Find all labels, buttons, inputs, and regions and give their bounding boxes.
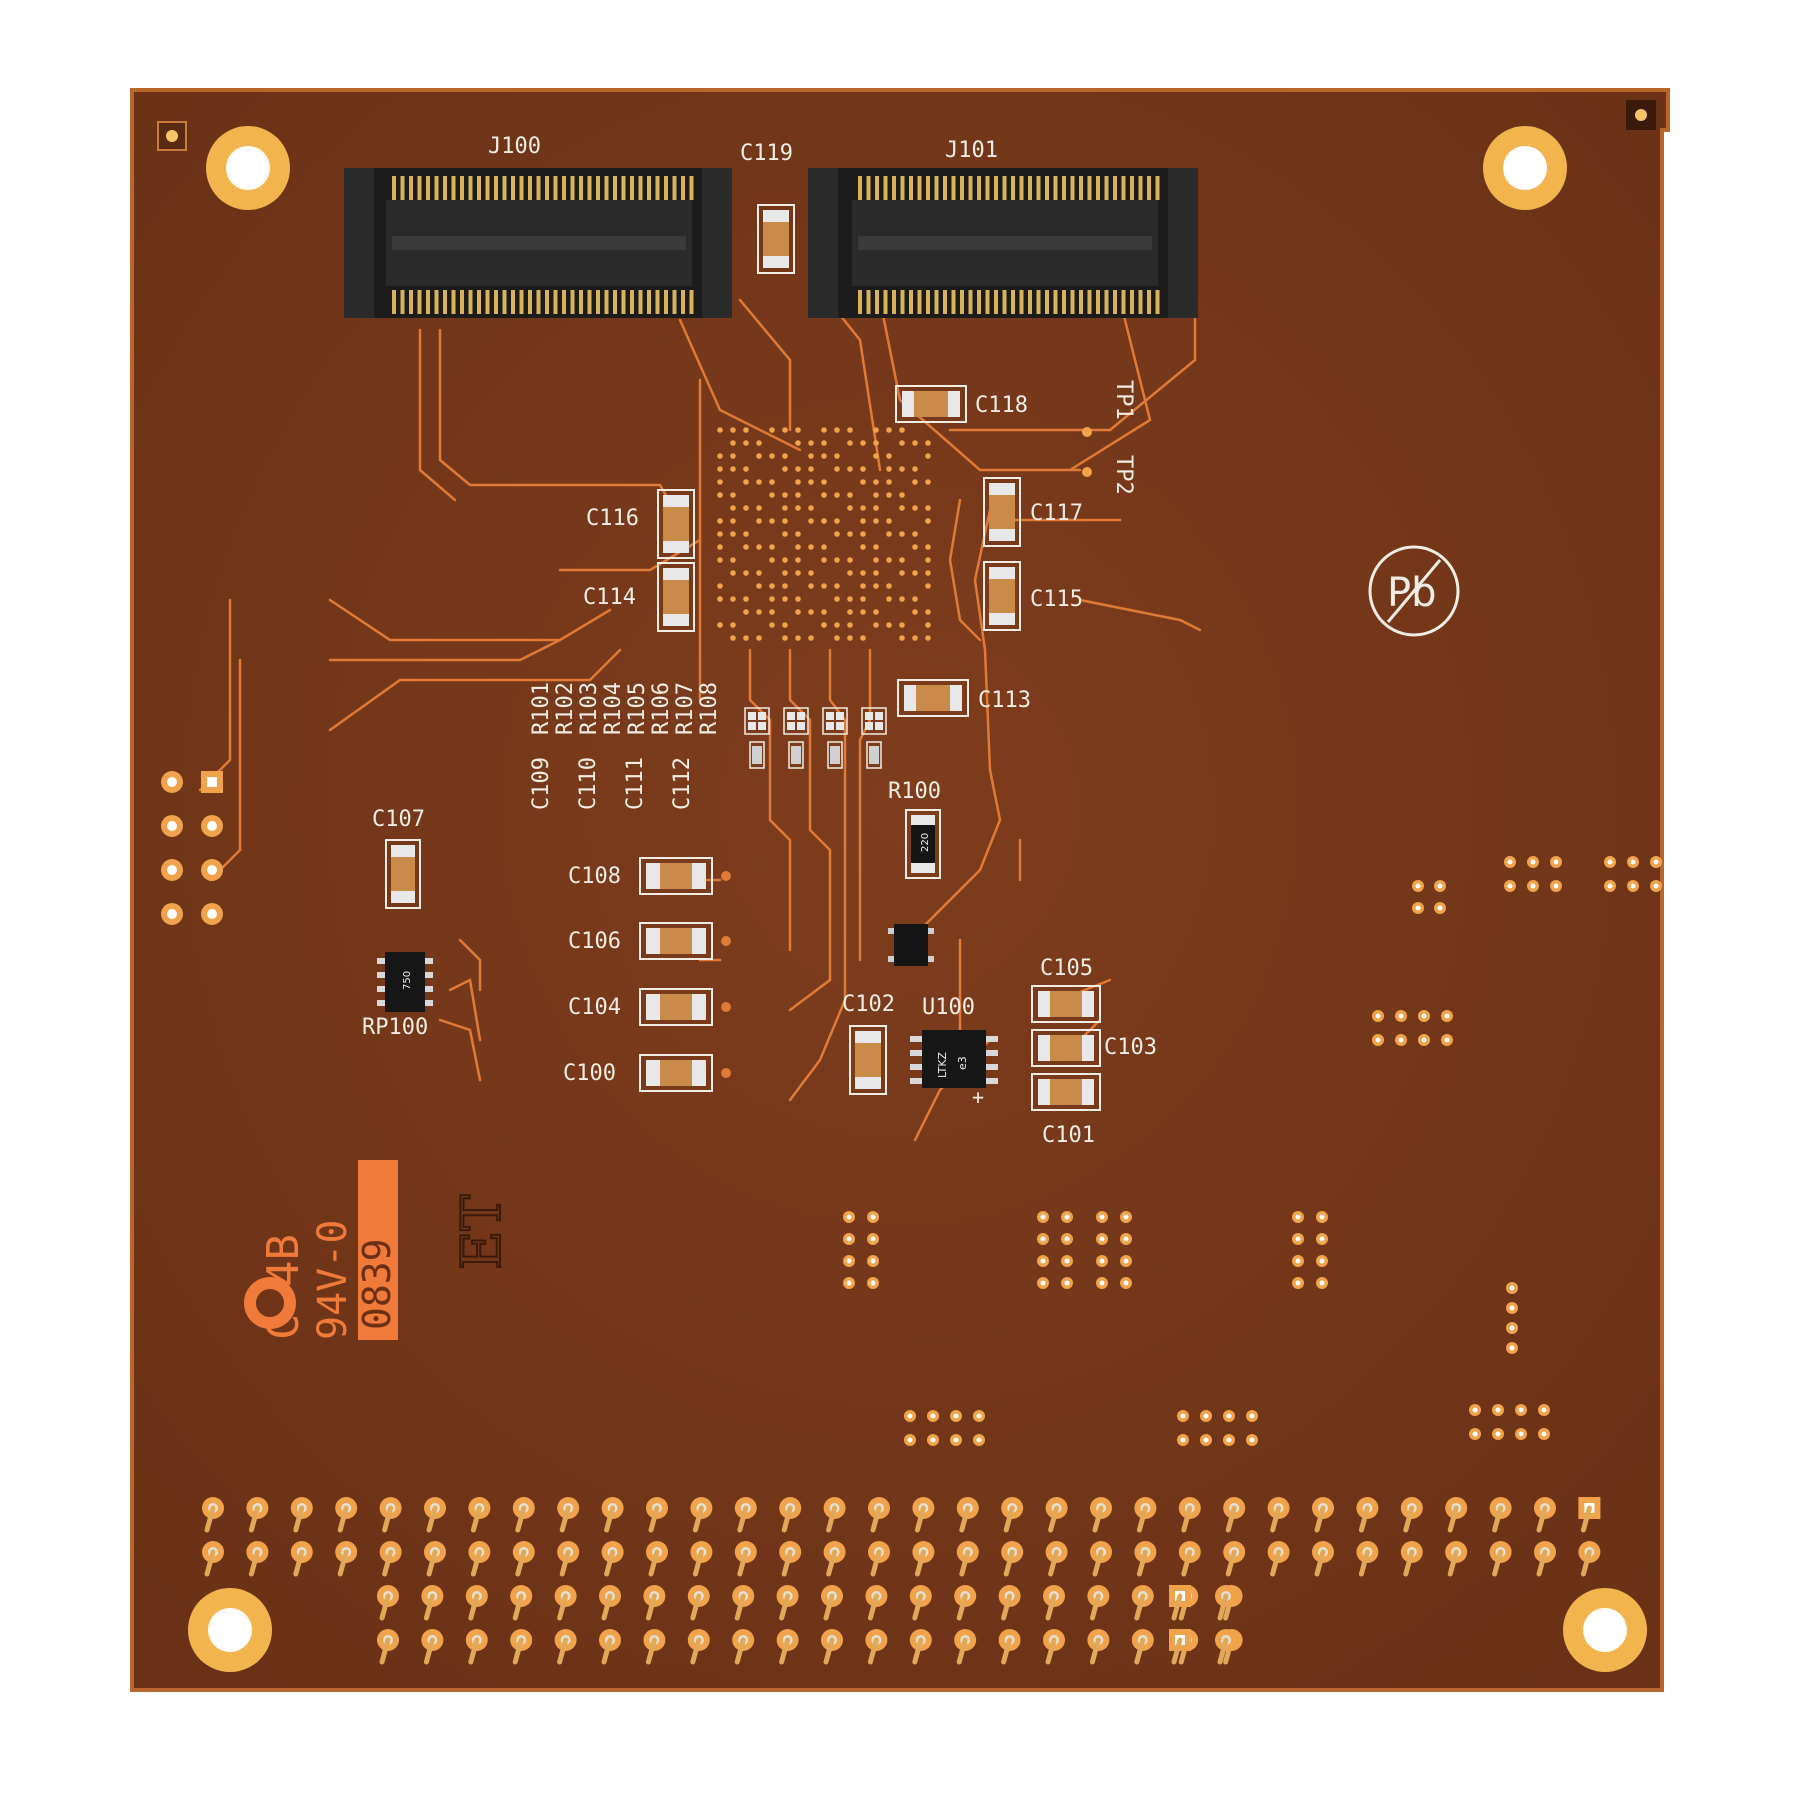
copper-traces <box>198 248 1202 1142</box>
resistor-label-r102: R102 <box>553 682 578 735</box>
bga-via-field <box>717 427 931 641</box>
c119-label: C119 <box>740 141 793 166</box>
rp100-label: RP100 <box>362 1015 428 1040</box>
connector-j100 <box>344 168 732 318</box>
c101-label: C101 <box>1042 1123 1095 1148</box>
lead-free-symbol: Pb <box>1368 545 1460 637</box>
j100-label: J100 <box>488 134 541 159</box>
capacitor-label-c109: C109 <box>529 757 554 810</box>
mounting-hole-bottom-right <box>1563 1588 1647 1672</box>
resistor-pack-rp100: 750 <box>377 952 433 1012</box>
capacitor-c118 <box>895 385 967 423</box>
pad-outline <box>822 707 848 735</box>
capacitor-column-left <box>639 857 731 1092</box>
c104-label: C104 <box>568 995 621 1020</box>
capacitor-label-column: C109 C110 C111 C112 <box>529 757 695 810</box>
capacitor-label-c112: C112 <box>670 757 695 810</box>
resistor-r100: 220 <box>905 809 941 879</box>
capacitor-horizontal <box>639 922 731 960</box>
u100-marking-line1: LTKZ <box>936 1051 949 1078</box>
capacitor-label-c110: C110 <box>576 757 601 810</box>
c100-label: C100 <box>563 1061 616 1086</box>
c115-label: C115 <box>1030 587 1083 612</box>
r100-marking: 220 <box>920 833 931 852</box>
c118-label: C118 <box>975 393 1028 418</box>
lead-free-text: Pb <box>1387 570 1437 616</box>
mounting-hole-top-left <box>206 126 290 210</box>
c117-label: C117 <box>1030 501 1083 526</box>
capacitor-c102 <box>849 1025 887 1095</box>
capacitor-column-right <box>1031 985 1101 1111</box>
left-header-pads <box>161 771 223 925</box>
capacitor-horizontal <box>639 988 731 1026</box>
small-ic <box>888 924 934 966</box>
capacitor-c114 <box>657 562 695 632</box>
u100-marking-line2: e3 <box>956 1056 969 1070</box>
capacitor-c117 <box>983 477 1021 547</box>
resistor-label-r105: R105 <box>625 682 650 735</box>
resistor-label-r103: R103 <box>577 682 602 735</box>
c107-label: C107 <box>372 807 425 832</box>
fab-logo: ET <box>450 1195 513 1270</box>
capacitor-c116 <box>657 489 695 559</box>
c108-label: C108 <box>568 864 621 889</box>
resistor-label-r104: R104 <box>601 682 626 735</box>
tp1-label: TP1 <box>1111 380 1136 420</box>
small-passive-pads <box>744 707 887 769</box>
fab-marking: C-4B 94V-0 0839 <box>258 1160 399 1340</box>
connector-j101 <box>808 168 1198 318</box>
u100-label: U100 <box>922 995 975 1020</box>
resistor-label-r108: R108 <box>697 682 722 735</box>
c114-label: C114 <box>583 585 636 610</box>
tp2-label: TP2 <box>1111 455 1136 495</box>
capacitor-horizontal <box>639 1054 731 1092</box>
capacitor-label-c111: C111 <box>623 757 648 810</box>
j101-label: J101 <box>945 138 998 163</box>
pcb-substrate <box>130 88 1670 1692</box>
rp100-marking: 750 <box>402 971 413 990</box>
resistor-label-r106: R106 <box>649 682 674 735</box>
c116-label: C116 <box>586 506 639 531</box>
u100-pin1-mark: + <box>972 1085 984 1109</box>
mounting-hole-top-right <box>1483 126 1567 210</box>
pc104-header-pins <box>202 1497 1601 1665</box>
pad-outline <box>861 707 887 735</box>
capacitor-horizontal <box>1031 985 1101 1023</box>
capacitor-horizontal <box>1031 1073 1101 1111</box>
c106-label: C106 <box>568 929 621 954</box>
capacitor-horizontal <box>1031 1029 1101 1067</box>
c113-label: C113 <box>978 688 1031 713</box>
resistor-label-r107: R107 <box>673 682 698 735</box>
pad-outline <box>744 707 770 735</box>
pad-outline <box>783 707 809 735</box>
c102-label: C102 <box>842 992 895 1017</box>
c103-label: C103 <box>1104 1035 1157 1060</box>
r100-label: R100 <box>888 779 941 804</box>
mounting-hole-bottom-left <box>188 1588 272 1672</box>
fab-date-code: 0839 <box>355 1238 399 1330</box>
c105-label: C105 <box>1040 956 1093 981</box>
capacitor-c107 <box>385 839 421 909</box>
fab-marking-line2: 94V-0 <box>310 1220 356 1340</box>
via-clusters <box>843 856 1662 1446</box>
capacitor-c119 <box>757 204 795 274</box>
ic-u100: LTKZ e3 <box>910 1030 998 1088</box>
capacitor-c113 <box>897 679 969 717</box>
resistor-label-r101: R101 <box>529 682 554 735</box>
capacitor-c115 <box>983 561 1021 631</box>
capacitor-horizontal <box>639 857 731 895</box>
